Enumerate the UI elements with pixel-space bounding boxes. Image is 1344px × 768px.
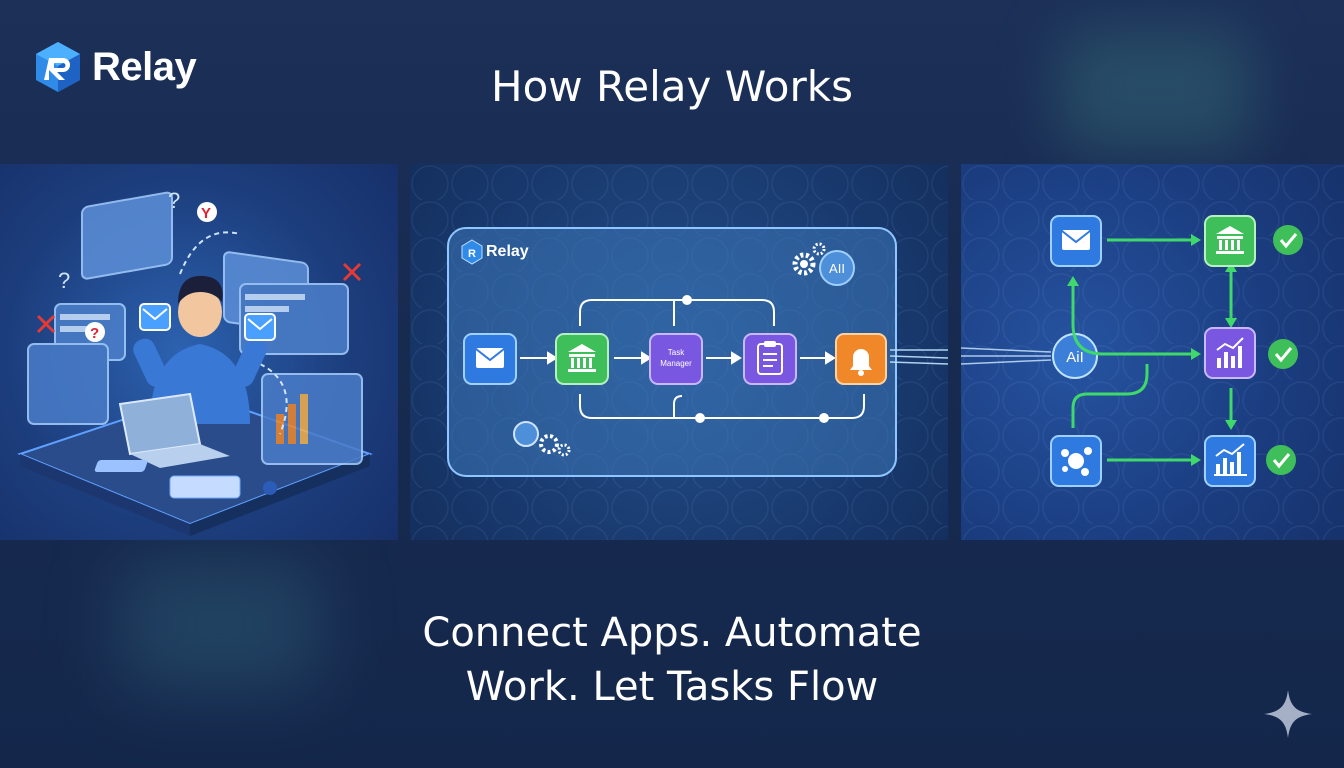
panel-results: AiI [961,164,1344,540]
email-icon[interactable] [1050,215,1102,267]
bar-chart-icon[interactable] [1204,435,1256,487]
chaos-illustration: ? ? Y ? [17,188,373,536]
bank-icon[interactable] [555,333,609,385]
red-x-icon [36,314,56,334]
check-icon [1266,445,1296,475]
panel-manual-chaos: ? ? Y ? [0,164,398,540]
panel-workflow: R Relay AII [410,164,948,540]
tagline-line-2: Work. Let Tasks Flow [465,664,879,710]
brand-name: Relay [92,44,197,89]
tagline-line-1: Connect Apps. Automate [422,610,922,656]
background-glow-top [1060,30,1250,150]
bell-icon[interactable] [835,333,887,385]
check-icon [1268,339,1298,369]
relay-logo-icon: R [461,239,483,265]
ai-gear-icon [513,421,571,457]
ai-badge-label: AII [829,261,845,276]
task-node-label-1: Task [668,348,685,357]
task-manager-node[interactable]: Task Manager [649,333,703,385]
ai-badge [819,250,855,286]
bank-icon[interactable] [1204,215,1256,267]
email-icon [244,313,276,341]
task-node-label-2: Manager [660,359,692,368]
results-ai-badge-label: AiI [1066,349,1084,366]
page-title: How Relay Works [491,62,853,111]
chart-icon[interactable] [1204,327,1256,379]
brand-logo[interactable]: Relay [34,40,197,94]
background-glow-bottom [120,560,320,690]
integration-icon[interactable] [1050,435,1102,487]
svg-text:?: ? [90,325,99,342]
clipboard-icon[interactable] [743,333,797,385]
sparkle-icon [1264,690,1312,738]
workflow-diagram: R Relay AII [447,227,948,477]
results-diagram: AiI [961,215,1303,487]
check-icon [1273,225,1303,255]
gear-icon [792,242,826,276]
question-mark-icon: ? [168,188,180,213]
workflow-app-label: Relay [486,243,529,260]
svg-text:Y: Y [201,205,211,222]
email-icon[interactable] [463,333,517,385]
question-mark-icon: ? [58,268,70,293]
svg-text:R: R [468,248,476,260]
tagline: Connect Apps. Automate Work. Let Tasks F… [0,606,1344,714]
relay-logo-icon [36,42,80,92]
email-icon [139,303,171,331]
red-x-icon [342,262,362,282]
